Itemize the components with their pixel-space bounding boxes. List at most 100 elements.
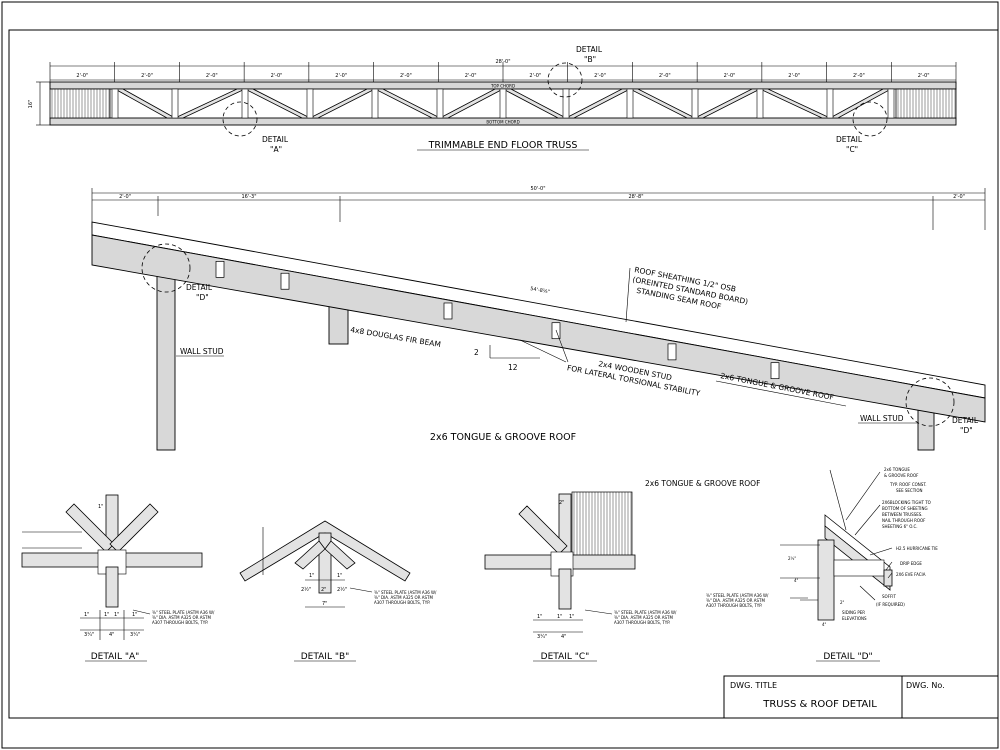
truss-web-member — [309, 88, 376, 119]
truss-panel-dim: 2'-0" — [335, 73, 347, 79]
svg-text:& GROOVE ROOF: & GROOVE ROOF — [884, 473, 919, 478]
svg-text:3¼": 3¼" — [84, 632, 94, 638]
truss-vertical — [826, 88, 834, 119]
roof-sheathing — [91, 221, 986, 399]
svg-text:4": 4" — [109, 632, 114, 638]
svg-text:4": 4" — [794, 578, 799, 583]
truss-panel-dim: 2'-0" — [271, 73, 283, 79]
truss-panel-dim: 2'-0" — [400, 73, 412, 79]
detail-d-note-facia: 2X6 EVE FACIA — [896, 572, 926, 577]
svg-text:A307 THROUGH BOLTS, TYP.: A307 THROUGH BOLTS, TYP. — [374, 600, 430, 605]
detail-b-label: DETAIL — [576, 45, 603, 54]
detail-a: 1" 1" 1" 1" 3¼" 4" 3¼" 1" ⅜" STEEL PLATE… — [21, 494, 215, 662]
truss-vertical — [436, 88, 444, 119]
svg-text:2'-0": 2'-0" — [119, 194, 131, 200]
roof-blocking-stud — [667, 343, 677, 361]
detail-d-right-marker — [905, 377, 955, 427]
truss-web-member — [502, 88, 567, 119]
svg-text:"C": "C" — [846, 145, 858, 154]
floor-truss: 2'-0" 2'-0" 2'-0" 2'-0" 2'-0" 2'-0" 2'-0" 2'-0"… — [28, 45, 957, 154]
dwg-no-label: DWG. No. — [906, 681, 945, 690]
svg-text:1": 1" — [337, 573, 342, 579]
truss-vertical — [241, 88, 249, 119]
truss-panel-dim: 2'-0" — [788, 73, 800, 79]
truss-web-member — [629, 88, 696, 119]
detail-d-note-soffit: SOFFIT — [882, 594, 896, 599]
detail-b-plate-note: ⅜" STEEL PLATE (ASTM A36 W/ — [374, 590, 437, 595]
detail-d-note-tg: 2x6 TONGUE — [884, 467, 910, 472]
roof-overall-dim: 50'-0" — [530, 186, 545, 192]
detail-b-title: DETAIL "B" — [301, 652, 350, 662]
svg-text:1": 1" — [569, 614, 574, 620]
truss-depth-dim: 16" — [28, 100, 34, 109]
truss-web-member — [174, 88, 246, 119]
truss-panel-dim: 2'-0" — [918, 73, 930, 79]
truss-vertical — [626, 88, 634, 119]
detail-a-plate-note: ⅜" STEEL PLATE (ASTM A36 W/ — [152, 610, 215, 615]
truss-web-member — [374, 88, 441, 119]
detail-b-marker — [547, 62, 583, 98]
svg-text:"B": "B" — [584, 55, 596, 64]
svg-text:1": 1" — [98, 504, 103, 510]
roof-blocking-stud — [215, 261, 225, 278]
svg-text:A307 THROUGH BOLTS, TYP.: A307 THROUGH BOLTS, TYP. — [706, 603, 762, 608]
svg-text:BOTTOM OF SHEETING: BOTTOM OF SHEETING — [882, 506, 928, 511]
svg-text:TYP. ROOF CONST.: TYP. ROOF CONST. — [889, 482, 927, 487]
top-chord-label: TOP CHORD — [490, 84, 515, 89]
truss-vertical — [499, 88, 507, 119]
svg-text:1": 1" — [104, 612, 109, 618]
roof-blocking-stud — [280, 272, 290, 290]
svg-text:1": 1" — [537, 614, 542, 620]
svg-text:A307 THROUGH BOLTS, TYP.: A307 THROUGH BOLTS, TYP. — [152, 620, 208, 625]
truss-panel-dim: 2'-0" — [465, 73, 477, 79]
svg-text:28'-8": 28'-8" — [628, 194, 643, 200]
svg-text:BETWEEN TRUSSES.: BETWEEN TRUSSES. — [882, 512, 923, 517]
truss-web-member — [759, 88, 831, 119]
detail-a-title: DETAIL "A" — [91, 652, 140, 662]
truss-panel-dim: 2'-0" — [529, 73, 541, 79]
svg-text:1": 1" — [114, 612, 119, 618]
svg-text:2": 2" — [559, 500, 564, 506]
truss-vertical — [691, 88, 699, 119]
slope-length-dim: 54'-8⅛" — [530, 286, 551, 295]
detail-d-plate-note: ⅜" STEEL PLATE (ASTM A36 W/ — [706, 593, 769, 598]
detail-c-title: DETAIL "C" — [541, 652, 590, 662]
truss-vertical — [111, 88, 119, 119]
svg-text:"D": "D" — [960, 426, 973, 435]
wall-stud-left-label: WALL STUD — [180, 347, 224, 356]
sheathing-callout: ROOF SHEATHING 1/2" OSB (OREINTED STANDA… — [632, 265, 749, 311]
svg-text:⅜" DIA. ASTM A325 OR ASTM: ⅜" DIA. ASTM A325 OR ASTM — [152, 615, 211, 620]
detail-d-left-marker — [141, 243, 191, 293]
svg-text:"D": "D" — [196, 293, 209, 302]
truss-web-member — [829, 88, 892, 119]
svg-text:SEE SECTION: SEE SECTION — [896, 488, 923, 493]
svg-text:A307 THROUGH BOLTS, TYP.: A307 THROUGH BOLTS, TYP. — [614, 620, 670, 625]
roof-rafter-body — [91, 234, 986, 423]
truss-vertical — [887, 88, 895, 119]
svg-text:⅜" DIA. ASTM A325 OR ASTM: ⅜" DIA. ASTM A325 OR ASTM — [614, 615, 673, 620]
svg-text:4": 4" — [561, 634, 566, 640]
truss-vertical — [562, 88, 570, 119]
dwg-title: TRUSS & ROOF DETAIL — [762, 699, 877, 710]
svg-text:1": 1" — [309, 573, 314, 579]
svg-text:7": 7" — [322, 601, 327, 607]
truss-vertical — [371, 88, 379, 119]
truss-panel-dim: 2'-0" — [76, 73, 88, 79]
detail-d-header: 2x6 TONGUE & GROOVE ROOF — [645, 479, 760, 488]
roof-blocking-stud — [770, 362, 780, 380]
roof-blocking-stud — [443, 302, 453, 320]
svg-text:4": 4" — [822, 622, 827, 627]
wall-stud-right-label: WALL STUD — [860, 414, 904, 423]
truss-overall-dim: 28'-0" — [495, 59, 510, 65]
detail-d-left-label: DETAIL — [186, 283, 213, 292]
detail-b: 1" 1" 2½" 2" 2½" 7" ⅜" STEEL PLATE (ASTM… — [239, 520, 437, 662]
detail-a-label: DETAIL — [262, 135, 289, 144]
svg-text:1": 1" — [84, 612, 89, 618]
truss-web-member — [113, 88, 177, 119]
truss-title: TRIMMABLE END FLOOR TRUSS — [428, 140, 578, 151]
title-block: DWG. TITLE TRUSS & ROOF DETAIL DWG. No. — [723, 675, 999, 719]
truss-end-left — [49, 88, 111, 119]
truss-vertical — [756, 88, 764, 119]
detail-c-marker — [852, 101, 888, 137]
